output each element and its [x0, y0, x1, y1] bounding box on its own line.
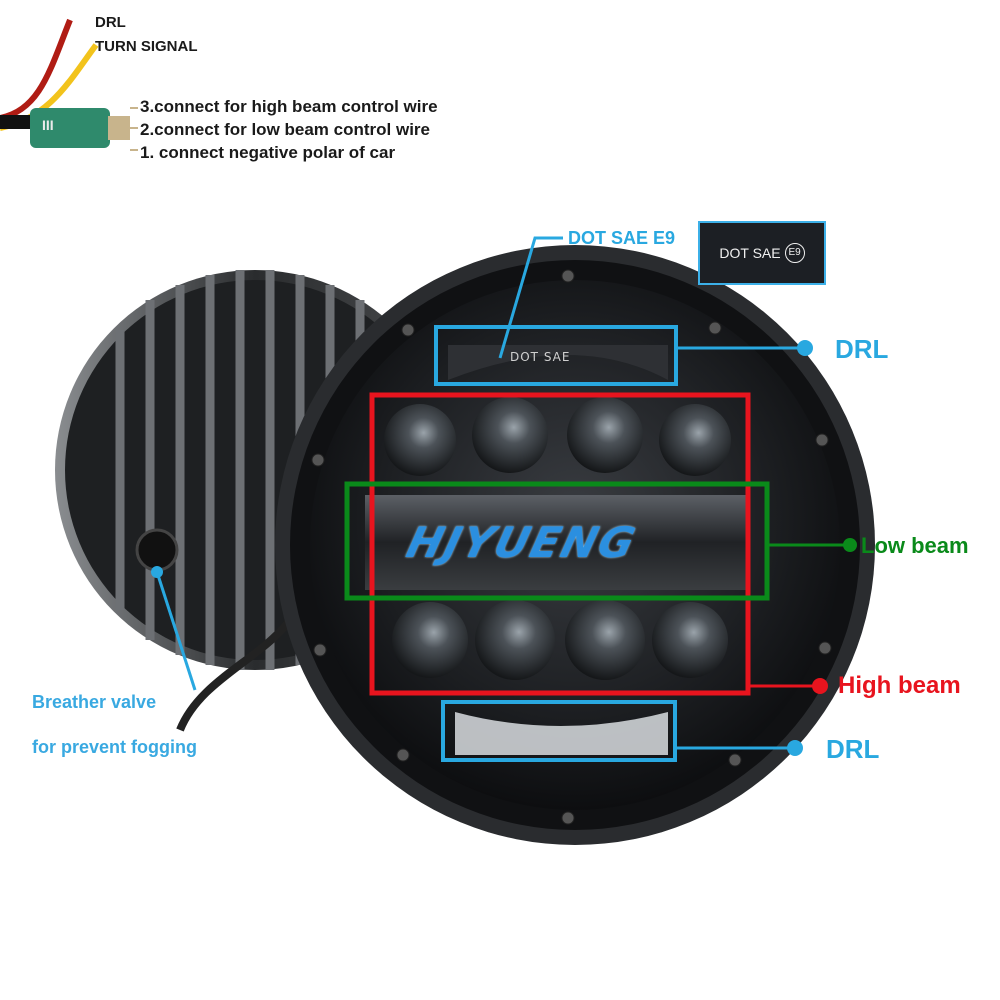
pin2-label: 2.connect for low beam control wire: [140, 120, 430, 139]
drl-bottom-label: DRL: [826, 734, 880, 764]
high-beam-dot: [812, 678, 828, 694]
connector-plug: [30, 108, 110, 148]
led-row-bottom: [392, 600, 728, 680]
power-cable: [176, 617, 294, 732]
led-row-top: [384, 397, 731, 476]
dot-sae-label: DOT SAE E9: [568, 228, 676, 248]
drl-bottom-strip: [455, 712, 668, 755]
low-beam-label: Low beam: [861, 533, 969, 558]
breather-label-line1: Breather valve: [32, 692, 157, 712]
turn-signal-wire-label: TURN SIGNAL: [95, 38, 198, 55]
low-beam-dot: [843, 538, 857, 552]
low-beam-bar: [365, 495, 750, 590]
high-beam-box: [369, 392, 751, 696]
drl-wire: [0, 18, 73, 121]
breather-label-line2: for prevent fogging: [32, 737, 197, 757]
high-beam-label: High beam: [838, 672, 961, 699]
drl-top-box: [434, 325, 678, 386]
pin1-label: 1. connect negative polar of car: [140, 143, 396, 162]
drl-top-label: DRL: [835, 334, 889, 364]
brand-logo: HJYUENG: [401, 518, 642, 567]
breather-leader: [155, 571, 197, 691]
badge-e9-mark: E9: [784, 243, 805, 263]
badge-text: DOT SAE: [719, 245, 781, 261]
drl-bottom-box: [441, 700, 677, 762]
wire-harness: [0, 18, 138, 151]
pin3-label: 3.connect for high beam control wire: [140, 97, 438, 116]
dot-sae-leader: [498, 236, 563, 359]
drl-wire-label: DRL: [95, 14, 126, 31]
low-beam-box: [344, 481, 770, 601]
dot-engraving: DOT SAE: [510, 350, 571, 364]
breather-valve: [135, 528, 179, 572]
connector-pins: [108, 116, 130, 140]
plug-label: III: [42, 117, 54, 133]
dot-sae-badge: DOT SAE E9: [698, 221, 826, 285]
drl-top-strip: [448, 345, 668, 380]
drl-top-dot: [797, 340, 813, 356]
breather-dot: [151, 566, 163, 578]
drl-bottom-dot: [787, 740, 803, 756]
